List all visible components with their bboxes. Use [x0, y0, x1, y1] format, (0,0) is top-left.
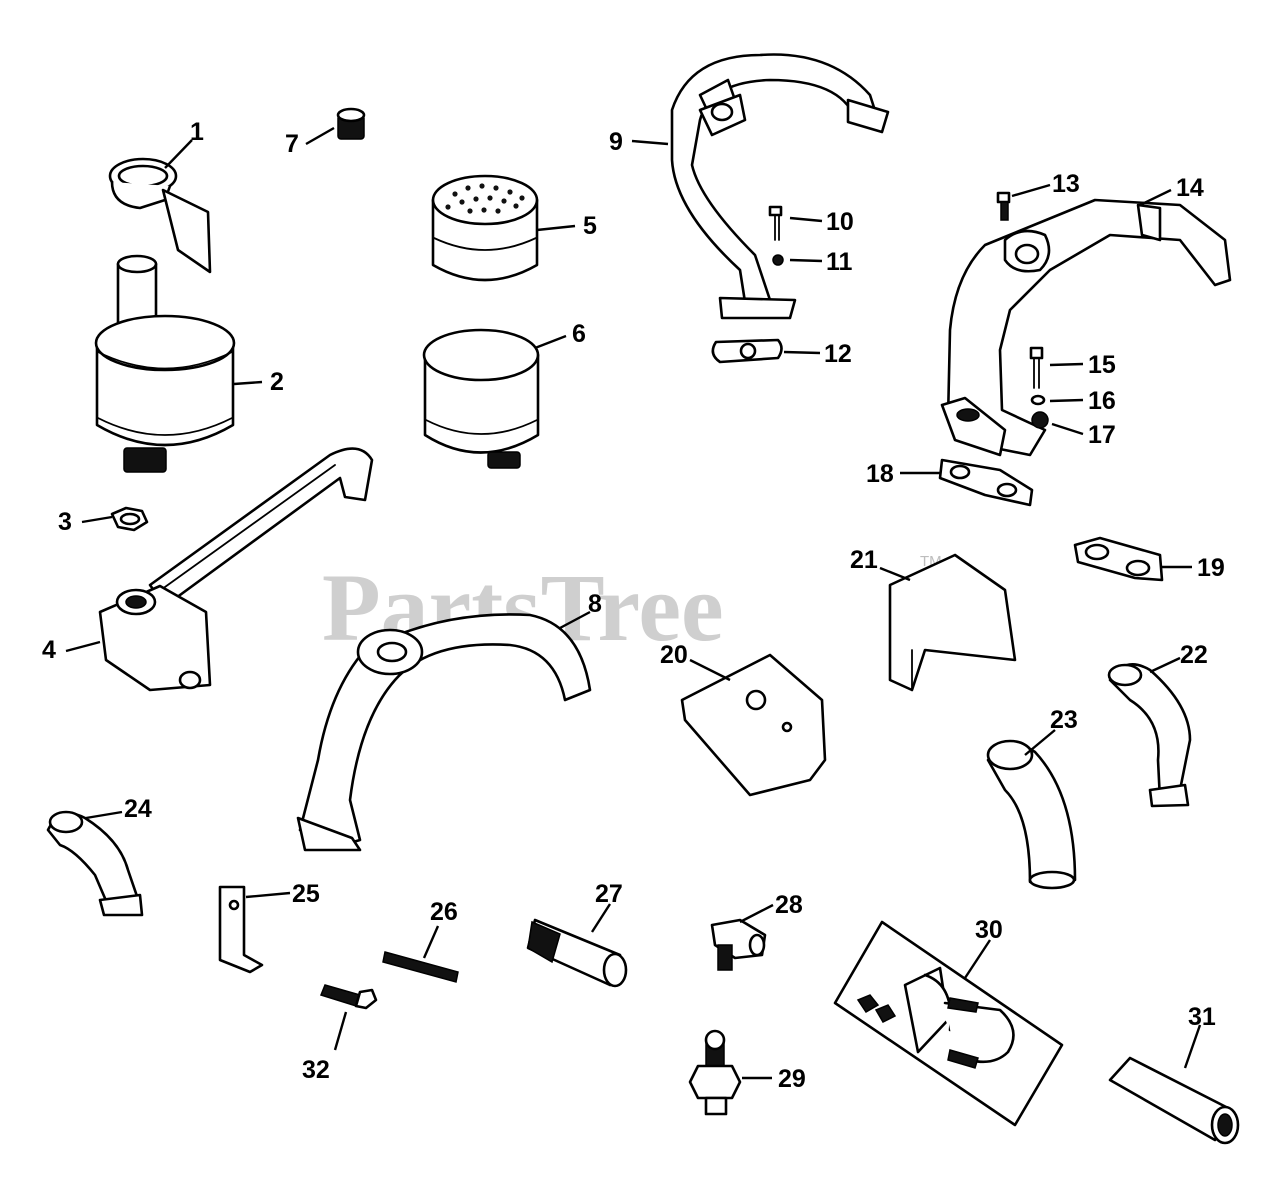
leader-lines [65, 126, 1202, 1080]
part-30-clamp-kit [833, 920, 1064, 1127]
callout-31: 31 [1188, 1003, 1216, 1031]
part-4-exhaust-pipe [98, 447, 374, 692]
callout-20: 20 [660, 641, 688, 669]
part-31-pipe-sleeve [1108, 1056, 1240, 1145]
callout-24: 24 [124, 795, 152, 823]
part-16-washer [1030, 394, 1046, 406]
part-3-hex-nut [110, 506, 149, 532]
part-25-bracket [218, 885, 264, 974]
callout-4: 4 [42, 636, 56, 664]
part-19-manifold-gasket [1073, 536, 1164, 582]
part-2-muffler [94, 254, 236, 473]
callout-27: 27 [595, 880, 623, 908]
callout-19: 19 [1197, 554, 1225, 582]
callout-10: 10 [826, 208, 854, 236]
callout-3: 3 [58, 508, 72, 536]
callout-30: 30 [975, 916, 1003, 944]
callout-8: 8 [588, 590, 602, 618]
part-17-nut [1031, 411, 1049, 429]
callout-22: 22 [1180, 641, 1208, 669]
part-20-heat-shield [680, 653, 827, 797]
callout-2: 2 [270, 368, 284, 396]
callout-15: 15 [1088, 351, 1116, 379]
callout-28: 28 [775, 891, 803, 919]
callout-32: 32 [302, 1056, 330, 1084]
part-21-heat-shield [888, 553, 1017, 692]
callout-labels: 1 2 3 4 5 6 7 8 9 10 11 12 13 14 15 16 1… [42, 118, 1225, 1093]
part-14-exhaust-manifold [940, 198, 1232, 457]
part-1-clamp [108, 157, 212, 274]
callout-12: 12 [824, 340, 852, 368]
callout-5: 5 [583, 212, 597, 240]
part-32-capscrew [320, 984, 378, 1010]
part-22-exhaust-elbow [1107, 663, 1192, 808]
part-28-elbow-fitting [710, 918, 767, 971]
part-13-bolt [996, 191, 1011, 221]
callout-21: 21 [850, 546, 878, 574]
part-18-manifold-gasket [938, 458, 1034, 507]
part-29-grease-fitting [688, 1029, 742, 1116]
callout-1: 1 [190, 118, 204, 146]
part-6-muffler [422, 328, 540, 469]
callout-14: 14 [1176, 174, 1204, 202]
part-23-curved-tube [986, 739, 1077, 890]
part-10-screw [768, 205, 783, 241]
callout-17: 17 [1088, 421, 1116, 449]
part-27-pipe-nipple [526, 918, 628, 988]
callout-18: 18 [866, 460, 894, 488]
part-5-spark-arrestor-muffler [431, 174, 539, 282]
callout-9: 9 [609, 128, 623, 156]
part-24-exhaust-elbow [46, 810, 144, 917]
part-11-lock-washer [772, 254, 784, 266]
part-12-gasket [711, 338, 783, 364]
part-9-exhaust-manifold-tube [670, 53, 890, 320]
callout-25: 25 [292, 880, 320, 908]
callout-29: 29 [778, 1065, 806, 1093]
callout-16: 16 [1088, 387, 1116, 415]
part-26-stud [382, 951, 459, 983]
callout-11: 11 [826, 248, 853, 276]
callout-7: 7 [285, 130, 299, 158]
callout-26: 26 [430, 898, 458, 926]
part-8-exhaust-manifold [296, 613, 592, 852]
part-15-bolt [1029, 346, 1044, 389]
part-7-pipe-plug [336, 107, 366, 140]
callout-6: 6 [572, 320, 586, 348]
callout-23: 23 [1050, 706, 1078, 734]
callout-13: 13 [1052, 170, 1080, 198]
